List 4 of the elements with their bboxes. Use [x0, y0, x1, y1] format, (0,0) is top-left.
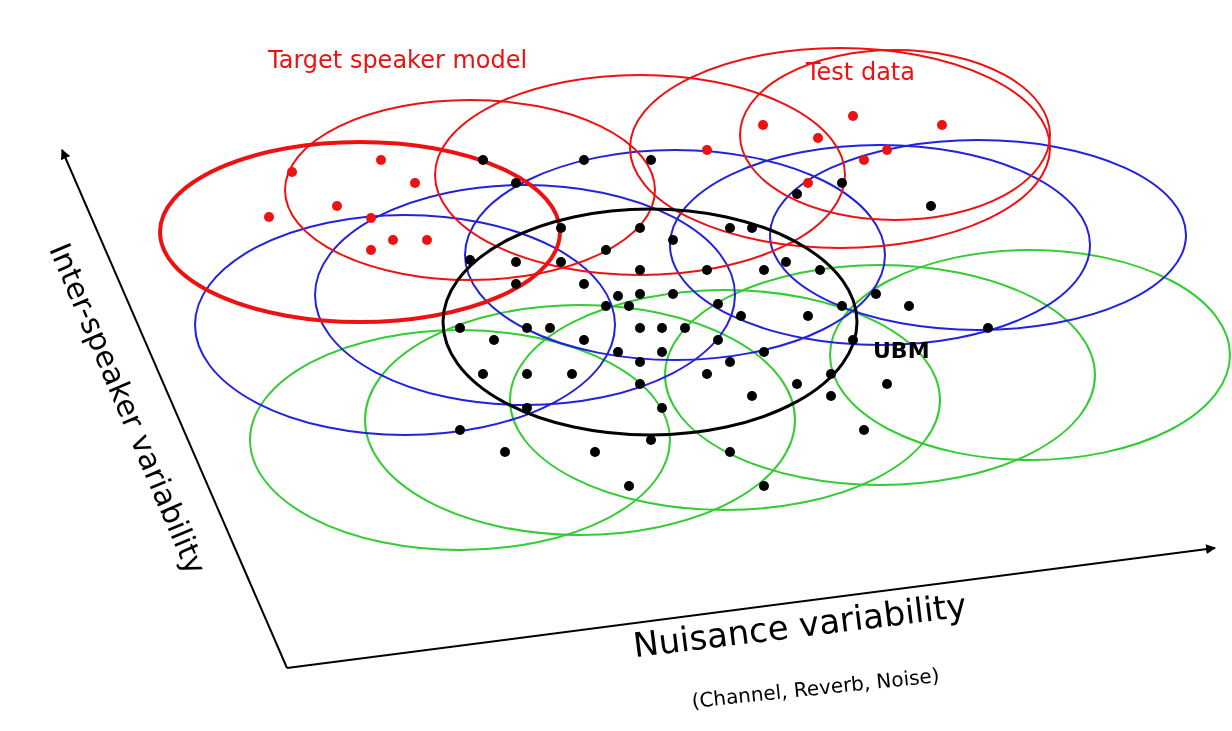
axis-note: (Channel, Reverb, Noise)	[689, 663, 941, 713]
cluster-label: Test data	[806, 58, 915, 86]
cluster-label: Target speaker model	[268, 46, 528, 74]
axis-label: Nuisance variability	[630, 584, 969, 666]
